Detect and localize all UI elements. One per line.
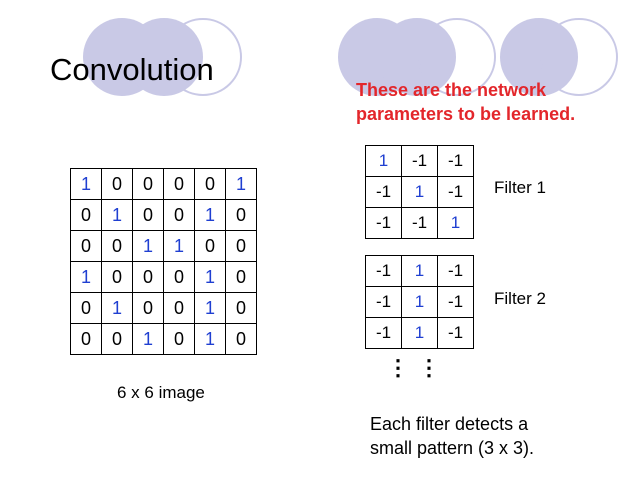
image-cell: 0: [132, 261, 164, 293]
image-cell: 0: [101, 230, 133, 262]
image-cell: 0: [101, 323, 133, 355]
parameters-note-line: parameters to be learned.: [356, 104, 576, 124]
parameters-note: These are the network parameters to be l…: [356, 78, 575, 126]
filter-cell: 1: [401, 317, 438, 349]
filter-cell: -1: [437, 145, 474, 177]
image-cell: 0: [70, 292, 102, 324]
vertical-ellipsis-icon: ⋮: [418, 355, 440, 380]
vertical-ellipsis-icon: ⋮: [387, 355, 409, 380]
image-cell: 1: [194, 292, 226, 324]
decor-circle: [540, 18, 618, 96]
image-cell: 0: [163, 199, 195, 231]
image-cell: 1: [194, 199, 226, 231]
image-cell: 1: [132, 323, 164, 355]
filter-cell: -1: [365, 176, 402, 208]
filter-cell: -1: [437, 317, 474, 349]
filter-2-label: Filter 2: [494, 289, 546, 308]
image-cell: 1: [101, 292, 133, 324]
filter-cell: -1: [365, 317, 402, 349]
decor-circle: [418, 18, 496, 96]
image-cell: 0: [163, 323, 195, 355]
filter-cell: 1: [437, 207, 474, 239]
parameters-note-line: These are the network: [356, 80, 547, 100]
slide-title: Convolution: [50, 52, 214, 87]
image-cell: 0: [132, 199, 164, 231]
filter-cell: 1: [401, 255, 438, 287]
image-cell: 0: [101, 261, 133, 293]
image-cell: 0: [194, 168, 226, 200]
image-cell: 1: [101, 199, 133, 231]
image-cell: 0: [225, 292, 257, 324]
image-cell: 1: [70, 261, 102, 293]
image-cell: 1: [194, 323, 226, 355]
image-cell: 0: [101, 168, 133, 200]
image-cell: 0: [163, 292, 195, 324]
image-cell: 1: [132, 230, 164, 262]
image-cell: 0: [132, 168, 164, 200]
image-cell: 1: [163, 230, 195, 262]
filter-cell: -1: [365, 286, 402, 318]
filter-cell: -1: [437, 255, 474, 287]
filter-description: Each filter detects a small pattern (3 x…: [370, 412, 534, 460]
filter-1-label: Filter 1: [494, 178, 546, 197]
image-cell: 0: [225, 261, 257, 293]
filter-cell: 1: [401, 176, 438, 208]
image-cell: 0: [163, 261, 195, 293]
image-cell: 0: [132, 292, 164, 324]
image-cell: 1: [225, 168, 257, 200]
filter-cell: 1: [401, 286, 438, 318]
image-cell: 0: [225, 230, 257, 262]
image-caption: 6 x 6 image: [117, 383, 205, 402]
filter-cell: -1: [437, 286, 474, 318]
image-cell: 0: [70, 199, 102, 231]
image-cell: 0: [163, 168, 195, 200]
grid-row: 1-1-1: [365, 145, 474, 177]
image-cell: 0: [70, 323, 102, 355]
filter-cell: -1: [401, 207, 438, 239]
filter-cell: -1: [365, 255, 402, 287]
image-cell: 0: [225, 199, 257, 231]
image-cell: 0: [194, 230, 226, 262]
filter-cell: -1: [365, 207, 402, 239]
decor-circle: [164, 18, 242, 96]
filter-cell: -1: [401, 145, 438, 177]
image-cell: 1: [194, 261, 226, 293]
filter-description-line: Each filter detects a: [370, 414, 529, 434]
filter-cell: -1: [437, 176, 474, 208]
image-cell: 0: [70, 230, 102, 262]
filter-description-line: small pattern (3 x 3).: [370, 438, 535, 458]
image-cell: 0: [225, 323, 257, 355]
image-cell: 1: [70, 168, 102, 200]
filter-cell: 1: [365, 145, 402, 177]
